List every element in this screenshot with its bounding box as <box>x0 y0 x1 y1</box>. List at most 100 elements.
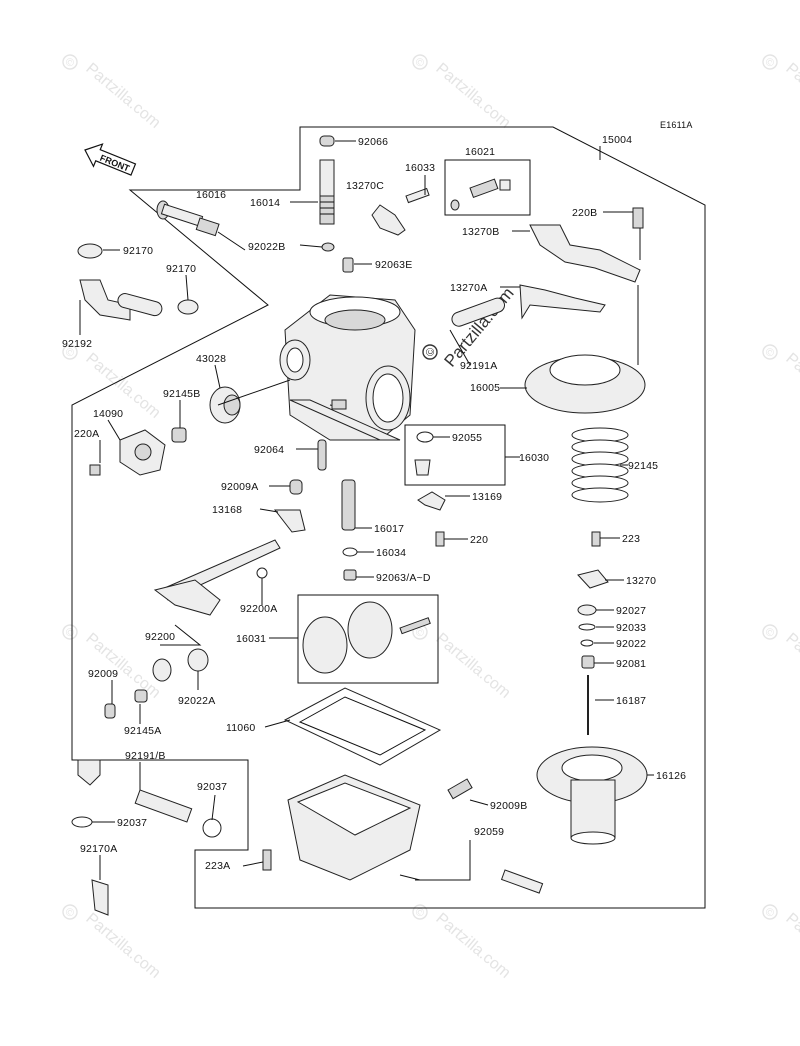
part-16031-throttle-valve <box>297 594 439 684</box>
watermark-text: Partzilla.com <box>82 910 163 982</box>
part-92055-oring <box>416 431 434 443</box>
part-16014-pilot-screw <box>319 159 335 225</box>
label-13270: 13270 <box>626 575 656 587</box>
label-16031: 16031 <box>236 633 266 645</box>
part-92037-clip-2 <box>202 818 222 838</box>
leader-lines <box>79 140 654 881</box>
label-92037-left: 92037 <box>117 817 147 829</box>
label-15004: 15004 <box>602 134 632 146</box>
label-13168: 13168 <box>212 504 242 516</box>
part-92027-seat <box>577 604 597 616</box>
carburetor-body <box>279 294 416 441</box>
label-16005: 16005 <box>470 382 500 394</box>
label-16016: 16016 <box>196 189 226 201</box>
label-92009A: 92009A <box>221 481 258 493</box>
part-11060-gasket <box>283 687 442 766</box>
part-92145A-spring <box>134 689 148 703</box>
label-223: 223 <box>622 533 640 545</box>
part-16034-washer <box>342 547 358 557</box>
label-16021: 16021 <box>465 146 495 158</box>
label-92170A: 92170A <box>80 843 117 855</box>
watermark-text: Partzilla.com <box>432 630 513 702</box>
label-92055: 92055 <box>452 432 482 444</box>
label-92191B: 92191/B <box>125 750 166 762</box>
label-92200: 92200 <box>145 631 175 643</box>
part-92022A-collar <box>187 648 209 672</box>
label-220A: 220A <box>74 428 99 440</box>
part-13168-lever <box>273 509 306 533</box>
label-16030: 16030 <box>519 452 549 464</box>
part-13270-plate <box>577 569 609 589</box>
part-220-screw <box>435 531 445 547</box>
label-220: 220 <box>470 534 488 546</box>
label-92200A: 92200A <box>240 603 277 615</box>
part-92145-spring <box>571 427 629 503</box>
part-float-bowl <box>287 774 421 881</box>
label-92022A: 92022A <box>178 695 215 707</box>
label-92009B: 92009B <box>490 800 527 812</box>
label-16017: 16017 <box>374 523 404 535</box>
label-92022B: 92022B <box>248 241 285 253</box>
part-220B-screw <box>632 207 644 229</box>
label-13270C: 13270C <box>346 180 384 192</box>
part-16021-spring <box>450 178 511 211</box>
part-92191A-hose <box>451 297 505 327</box>
watermark-text: Partzilla.com <box>82 60 163 132</box>
part-43028-diaphragm <box>209 386 241 424</box>
part-92170A-clip <box>91 879 109 916</box>
label-13169: 13169 <box>472 491 502 503</box>
watermark-layer: © Partzilla.com © Partzilla.com © Partzi… <box>62 54 800 982</box>
label-16033: 16033 <box>405 162 435 174</box>
part-92081-spring <box>581 655 595 669</box>
part-92009A-screw <box>289 479 303 495</box>
svg-text:©: © <box>425 348 437 356</box>
part-16030-needle-valve <box>414 459 431 476</box>
label-92081: 92081 <box>616 658 646 670</box>
watermark-text: Partzilla.com <box>432 910 513 982</box>
label-92027: 92027 <box>616 605 646 617</box>
label-92037-right: 92037 <box>197 781 227 793</box>
label-43028: 43028 <box>196 353 226 365</box>
label-14090: 14090 <box>93 408 123 420</box>
label-92009: 92009 <box>88 668 118 680</box>
front-arrow-icon: FRONT <box>84 143 137 176</box>
watermark-text: Partzilla.com <box>782 60 800 132</box>
label-92022: 92022 <box>616 638 646 650</box>
part-223-screw <box>591 531 601 547</box>
part-92066-cap <box>319 135 335 147</box>
watermark-text: Partzilla.com <box>782 910 800 982</box>
watermark-center-text: Partzilla.com <box>441 284 518 371</box>
part-92191B-hose <box>77 759 193 823</box>
label-92033: 92033 <box>616 622 646 634</box>
watermark-text: Partzilla.com <box>432 60 513 132</box>
part-16017-main-jet <box>341 479 356 531</box>
part-92170-clamps <box>77 243 199 321</box>
part-92022B-washer <box>321 242 335 252</box>
part-92064-screw <box>317 439 327 471</box>
label-92170-mid: 92170 <box>166 263 196 275</box>
watermark-text: Partzilla.com <box>782 350 800 422</box>
part-16005-top-cover <box>524 354 646 414</box>
label-13270B: 13270B <box>462 226 499 238</box>
part-92063E-jet <box>342 257 354 273</box>
part-16016-starter-plunger <box>156 200 246 251</box>
label-13270A: 13270A <box>450 282 487 294</box>
label-92063E: 92063E <box>375 259 412 271</box>
part-92009-screw <box>104 703 116 719</box>
label-92145A: 92145A <box>124 725 161 737</box>
part-92033-clip <box>578 623 596 631</box>
part-220A-screw <box>89 464 101 476</box>
label-92191A: 92191A <box>460 360 497 372</box>
part-throttle-shaft <box>153 539 281 616</box>
label-16014: 16014 <box>250 197 280 209</box>
part-92037-clip <box>71 816 93 828</box>
label-16126: 16126 <box>656 770 686 782</box>
part-92009B-drain-screw <box>447 778 473 800</box>
part-16126-vacuum-piston <box>536 746 648 845</box>
label-11060: 11060 <box>226 722 255 734</box>
assembly-outline <box>71 126 706 909</box>
part-16033-screw <box>405 187 430 204</box>
part-13270A-bracket <box>519 284 606 320</box>
label-92066: 92066 <box>358 136 388 148</box>
